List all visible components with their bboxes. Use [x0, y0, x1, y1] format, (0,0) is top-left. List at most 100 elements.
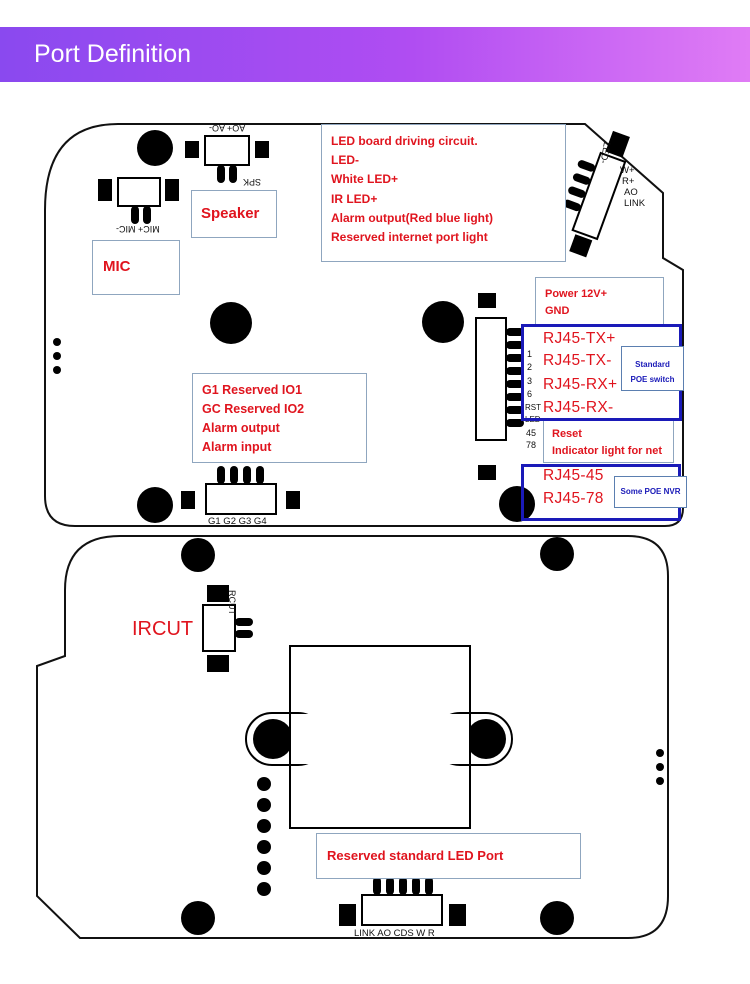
- silk-pin-6: 6: [527, 389, 533, 399]
- speaker-label: Speaker: [201, 205, 260, 222]
- note-io: G1 Reserved IO1 GC Reserved IO2 Alarm ou…: [192, 373, 367, 463]
- note-line: Power 12V+: [545, 288, 608, 300]
- rj45-78: RJ45-78: [543, 490, 604, 507]
- note-line: GC Reserved IO2: [202, 402, 305, 416]
- via-dot: [656, 749, 664, 757]
- note-led-port: Reserved standard LED Port: [316, 833, 581, 879]
- ircut-pad: [207, 585, 229, 602]
- note-mic: MIC: [92, 240, 180, 295]
- note-line: G1 Reserved IO1: [202, 383, 303, 397]
- silk-pin-2: 2: [527, 362, 533, 372]
- mic-pin: [143, 206, 151, 224]
- note-led-board: LED board driving circuit. LED- White LE…: [321, 124, 566, 262]
- mounting-hole: [210, 302, 252, 344]
- page-title: Port Definition: [34, 40, 192, 68]
- note-speaker: Speaker: [191, 190, 277, 238]
- silk-led-rplus: R+: [622, 176, 635, 187]
- mic-connector: [117, 177, 161, 207]
- gpio-pin: [243, 466, 251, 484]
- rj45-connector: [475, 317, 507, 441]
- gpio-connector: [205, 483, 277, 515]
- lens-hole: [253, 719, 293, 759]
- silk-pin-1: 1: [527, 349, 533, 359]
- note-line: Alarm output: [202, 421, 280, 435]
- tag-line: Standard: [635, 360, 670, 369]
- silk-pin-45: 45: [526, 428, 537, 438]
- lens-hole: [466, 719, 506, 759]
- via-dot: [53, 366, 61, 374]
- led-port-pad: [339, 904, 356, 926]
- mounting-hole: [422, 301, 464, 343]
- spk-pad: [255, 141, 269, 158]
- tag-poe-nvr: Some POE NVR: [614, 476, 687, 508]
- led-port-pin: [425, 877, 433, 895]
- silk-mic: MIC+ MIC-: [116, 224, 160, 234]
- gpio-pad: [286, 491, 300, 509]
- rj45-tx-minus: RJ45-TX-: [543, 352, 612, 369]
- led-port-connector: [361, 894, 443, 926]
- mic-pad: [98, 179, 112, 201]
- mic-pin: [131, 206, 139, 224]
- spk-pad: [185, 141, 199, 158]
- note-line: IR LED+: [331, 191, 378, 206]
- bottom-board-outline: [36, 535, 669, 939]
- silk-pin-rst: RST: [525, 403, 541, 412]
- rj45-rx-minus: RJ45-RX-: [543, 399, 614, 416]
- lens-cover: [291, 714, 336, 764]
- via-dot: [53, 352, 61, 360]
- tag-line: POE switch: [630, 375, 675, 384]
- silk-gpio: G1 G2 G3 G4: [208, 516, 267, 527]
- led-connector: [563, 130, 630, 258]
- mounting-hole: [499, 486, 535, 522]
- silk-spk-top: AO+ AO-: [209, 123, 246, 133]
- note-reset: Reset Indicator light for net: [543, 420, 674, 463]
- rj45-tx-plus: RJ45-TX+: [543, 330, 616, 347]
- rj45-45: RJ45-45: [543, 467, 604, 484]
- via-dot: [53, 338, 61, 346]
- mic-label: MIC: [103, 258, 131, 275]
- silk-led-ao: AO: [624, 187, 638, 198]
- ircut-pad: [207, 655, 229, 672]
- ircut-pin: [235, 630, 253, 638]
- lens-cover: [424, 714, 469, 764]
- via-dot: [257, 840, 271, 854]
- silk-led-link: LINK: [624, 198, 646, 209]
- ircut-label: IRCUT: [132, 618, 194, 640]
- note-line: Indicator light for net: [552, 445, 662, 457]
- mounting-hole: [137, 130, 173, 166]
- spk-connector: [204, 135, 250, 166]
- tag-line: Some POE NVR: [620, 487, 681, 496]
- rj45-rx-plus: RJ45-RX+: [543, 376, 618, 393]
- ircut-pin: [235, 618, 253, 626]
- led-port-label: Reserved standard LED Port: [327, 848, 504, 863]
- led-port-pin: [373, 877, 381, 895]
- led-port-pin: [386, 877, 394, 895]
- led-port-pin: [399, 877, 407, 895]
- via-dot: [656, 777, 664, 785]
- via-dot: [257, 777, 271, 791]
- note-line: LED-: [331, 153, 359, 168]
- rj45-connector-pad: [478, 293, 496, 308]
- via-dot: [656, 763, 664, 771]
- note-line: LED board driving circuit.: [331, 134, 478, 148]
- silk-bottom-connector: LINK AO CDS W R: [354, 928, 435, 939]
- mounting-hole: [540, 901, 574, 935]
- page-header: Port Definition: [0, 27, 750, 82]
- silk-led-wplus: W+: [620, 165, 635, 176]
- note-power: Power 12V+ GND: [535, 277, 664, 325]
- mic-pad: [165, 179, 179, 201]
- gpio-pin: [230, 466, 238, 484]
- silk-pin-78: 78: [526, 440, 537, 450]
- gpio-pin: [217, 466, 225, 484]
- top-board-outline: [44, 123, 684, 527]
- spk-pin: [217, 165, 225, 183]
- rj45-connector-pad: [478, 465, 496, 480]
- mounting-hole: [181, 538, 215, 572]
- mounting-hole: [181, 901, 215, 935]
- ircut-connector: [202, 604, 236, 652]
- led-port-pad: [449, 904, 466, 926]
- via-dot: [257, 819, 271, 833]
- note-line: Reset: [552, 428, 582, 440]
- note-line: Reserved internet port light: [331, 230, 488, 245]
